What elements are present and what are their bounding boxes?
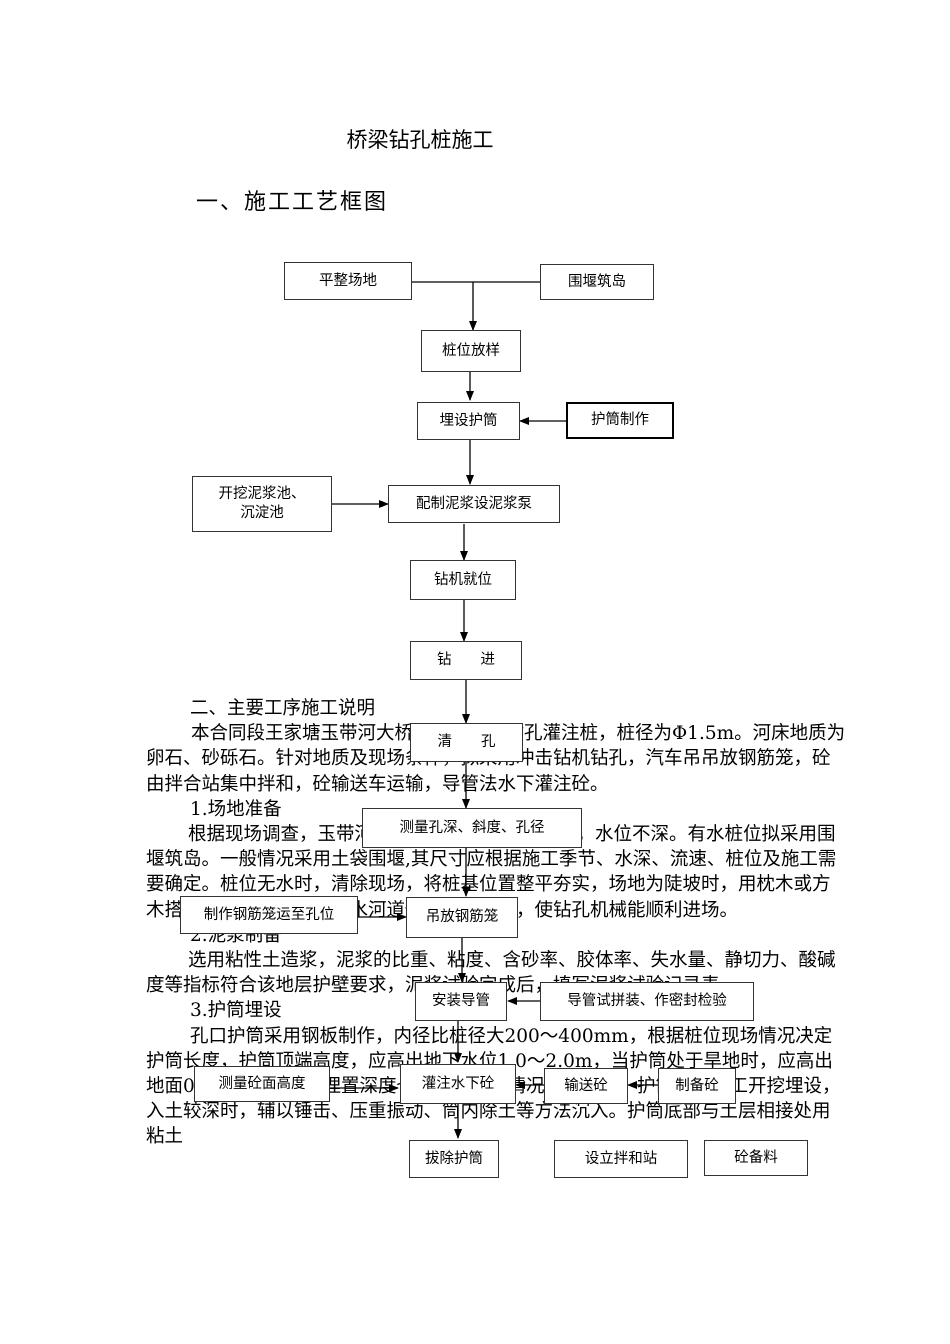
- box-measure-hole: 测量孔深、斜度、孔径: [362, 808, 582, 848]
- box-drilling: 钻 进: [410, 641, 522, 680]
- box-clean-hole: 清 孔: [410, 723, 523, 762]
- box-rig-position: 钻机就位: [410, 560, 516, 600]
- box-hoist-cage: 吊放钢筋笼: [406, 897, 518, 938]
- heading-site-prep: 1.场地准备: [190, 798, 282, 820]
- box-tremie-test: 导管试拼装、作密封检验: [540, 982, 754, 1021]
- box-bury-casing: 埋设护筒: [417, 402, 520, 440]
- box-make-cage: 制作钢筋笼运至孔位: [180, 896, 358, 934]
- box-mixing-station: 设立拌和站: [554, 1140, 688, 1178]
- box-cofferdam: 围堰筑岛: [540, 264, 654, 300]
- section-heading-2: 二、主要工序施工说明: [190, 698, 376, 719]
- box-make-concrete: 制备砼: [658, 1068, 736, 1104]
- box-pour-concrete: 灌注水下砼: [400, 1064, 516, 1104]
- section-heading-1: 一、施工工艺框图: [196, 190, 389, 215]
- heading-casing: 3.护筒埋设: [190, 1000, 282, 1022]
- box-transport-concrete: 输送砼: [544, 1068, 628, 1104]
- box-make-casing: 护筒制作: [566, 402, 674, 439]
- page-title: 桥梁钻孔桩施工: [346, 128, 494, 152]
- paragraph-intro: 本合同段王家塘玉带河大桥桥墩基础为钻孔灌注桩，桩径为Φ1.5m。河床地质为卵石、…: [146, 723, 846, 795]
- box-mud-pump: 配制泥浆设泥浆泵: [388, 485, 560, 523]
- box-install-tremie: 安装导管: [415, 982, 507, 1021]
- box-level-site: 平整场地: [284, 262, 412, 300]
- box-remove-casing: 拔除护筒: [409, 1140, 499, 1178]
- box-measure-concrete: 测量砼面高度: [194, 1066, 330, 1102]
- box-dig-pits: 开挖泥浆池、 沉淀池: [192, 476, 332, 532]
- box-pile-layout: 桩位放样: [421, 330, 521, 372]
- box-aggregate: 砼备料: [704, 1140, 808, 1176]
